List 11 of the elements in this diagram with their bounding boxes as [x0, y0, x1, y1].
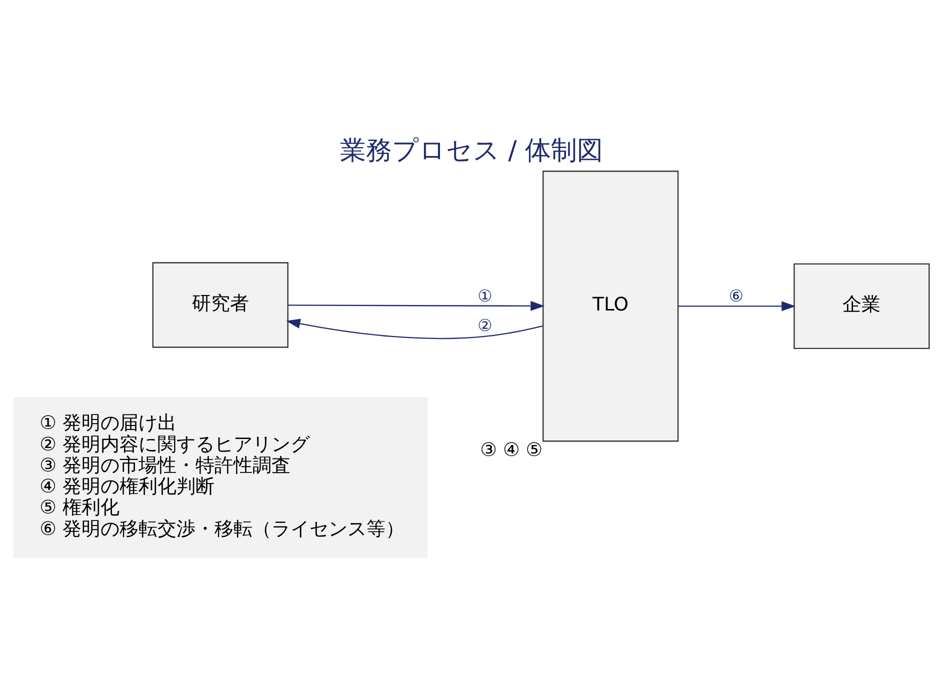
edge-label: ①: [477, 286, 492, 306]
arrow: [286, 318, 543, 340]
node-box: 企業: [793, 263, 930, 350]
node-box: 研究者: [152, 262, 288, 348]
arrow: [678, 301, 796, 312]
node-box: TLO: [542, 170, 678, 442]
diagram-title: 業務プロセス / 体制図: [339, 136, 603, 166]
edge-label: ⑥: [728, 286, 743, 306]
edge-label: ②: [477, 316, 492, 336]
node-label: ③ ④ ⑤: [480, 440, 542, 462]
arrow: [288, 301, 544, 311]
